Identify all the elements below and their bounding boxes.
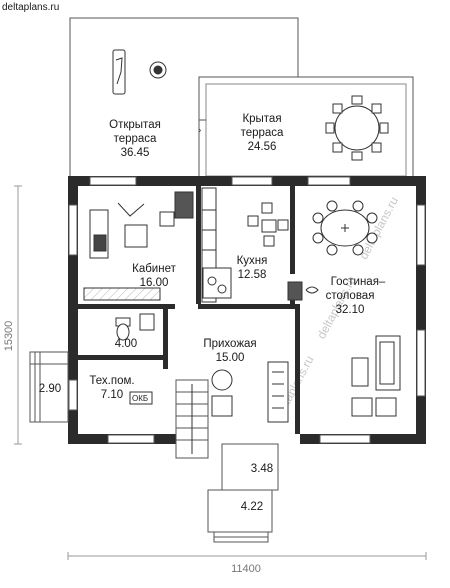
fireplace-icon bbox=[287, 281, 319, 301]
study-name: Кабинет bbox=[132, 263, 176, 275]
hall-name: Прихожая bbox=[203, 338, 256, 350]
site-name: deltaplans.ru bbox=[2, 2, 59, 13]
vestibule-area: 3.48 bbox=[251, 463, 273, 475]
door-arrow-icon: › bbox=[198, 125, 201, 136]
kitchen-table-icon bbox=[247, 202, 289, 247]
windows bbox=[68, 176, 426, 444]
dining-table-icon bbox=[325, 95, 389, 161]
open-terrace-area: 36.45 bbox=[121, 147, 150, 159]
living-dining-name-1: Гостиная– bbox=[331, 276, 386, 288]
sun-lounger-icon bbox=[112, 49, 167, 95]
covered-terrace-name-2: терраса bbox=[241, 127, 284, 139]
dimension-width: 11400 bbox=[231, 563, 261, 575]
entry-porch-area: 4.22 bbox=[241, 501, 263, 513]
study-area: 16.00 bbox=[140, 277, 169, 289]
sofa-icon bbox=[351, 335, 401, 417]
hall-furniture bbox=[211, 361, 289, 423]
hall-area: 15.00 bbox=[216, 352, 245, 364]
dimension-lines bbox=[14, 185, 427, 560]
side-porch-area: 2.90 bbox=[39, 383, 61, 395]
living-dining-area: 32.10 bbox=[336, 304, 365, 316]
staircase-icon bbox=[175, 379, 209, 459]
boiler-icon bbox=[129, 391, 153, 405]
entrance bbox=[207, 443, 279, 543]
open-terrace-name-1: Открытая bbox=[109, 119, 161, 131]
kitchen-name: Кухня bbox=[237, 255, 268, 267]
dining-set-icon bbox=[312, 200, 378, 256]
bookshelf-icon bbox=[83, 287, 161, 301]
boiler-label: ОКБ bbox=[132, 394, 148, 403]
kitchen-counter bbox=[201, 187, 232, 303]
side-porch bbox=[29, 351, 69, 423]
desk-icon bbox=[89, 191, 194, 259]
open-terrace-name-2: терраса bbox=[114, 133, 157, 145]
wc-area: 4.00 bbox=[115, 338, 137, 350]
covered-terrace-name-1: Крытая bbox=[242, 113, 281, 125]
tech-room-name: Тех.пом. bbox=[89, 375, 134, 387]
covered-terrace-area: 24.56 bbox=[248, 141, 277, 153]
toilet-icon bbox=[115, 313, 155, 341]
kitchen-area: 12.58 bbox=[238, 269, 267, 281]
dimension-depth: 15300 bbox=[3, 321, 15, 352]
tech-room-area: 7.10 bbox=[101, 389, 123, 401]
living-dining-name-2: столовая bbox=[326, 290, 375, 302]
